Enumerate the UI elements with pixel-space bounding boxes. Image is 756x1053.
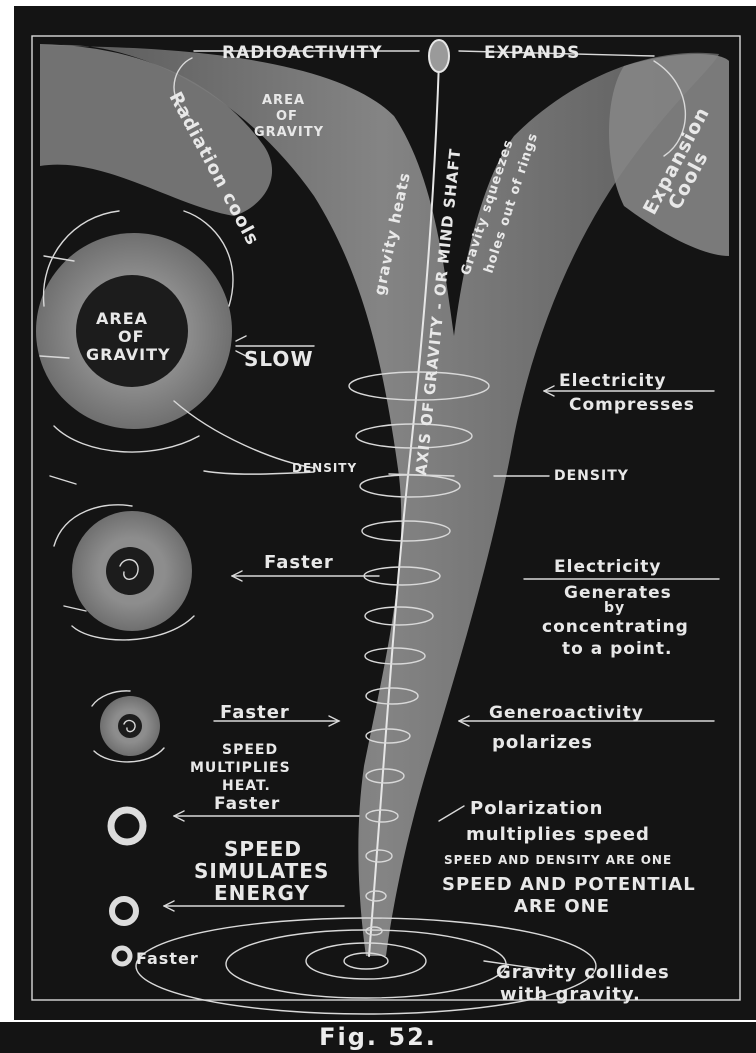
- sphere-area-label-2: OF: [118, 327, 145, 346]
- small-sphere-core: [118, 714, 142, 738]
- radioactivity-label: RADIOACTIVITY: [222, 43, 383, 63]
- ring-three: [114, 948, 130, 964]
- expands-label: EXPANDS: [484, 43, 580, 63]
- faster-label-4: Faster: [136, 949, 199, 968]
- slow-label: SLOW: [244, 347, 314, 371]
- generoactivity-label: Generoactivity: [489, 703, 644, 723]
- ring-two: [112, 899, 136, 923]
- by-label: by: [604, 600, 625, 616]
- ring-one: [111, 810, 143, 842]
- faster-label-1: Faster: [264, 552, 334, 573]
- electricity-label-2: Electricity: [554, 557, 662, 577]
- faster-label-2: Faster: [220, 702, 290, 723]
- right-density-label: DENSITY: [554, 468, 629, 484]
- sphere-area-label-1: AREA: [96, 309, 148, 328]
- polarizes-label: polarizes: [492, 732, 593, 753]
- multiplies-speed-label: multiplies speed: [466, 824, 650, 845]
- electricity-label-1: Electricity: [559, 371, 667, 391]
- speed-heat-label-2: MULTIPLIES: [190, 760, 291, 776]
- speed-heat-label-1: SPEED: [222, 742, 278, 758]
- polarization-label: Polarization: [470, 798, 604, 819]
- speed-density-label: SPEED AND DENSITY ARE ONE: [444, 853, 672, 867]
- speed-potential-label-1: SPEED AND POTENTIAL: [442, 874, 696, 895]
- top-area-label-3: GRAVITY: [254, 125, 324, 140]
- left-density-label: DENSITY: [292, 461, 357, 475]
- to-a-point-label: to a point.: [562, 639, 672, 659]
- faster-label-3: Faster: [214, 794, 280, 814]
- top-area-label-2: OF: [276, 109, 298, 124]
- chalkboard-plate: RADIOACTIVITY EXPANDS Radiation cools AR…: [14, 6, 756, 1020]
- sphere-area-label-3: GRAVITY: [86, 345, 171, 364]
- speed-energy-label-2: SIMULATES: [194, 859, 329, 883]
- gravity-collides-label-1: Gravity collides: [496, 962, 670, 983]
- speed-energy-label-3: ENERGY: [214, 881, 310, 905]
- speed-potential-label-2: ARE ONE: [514, 896, 610, 917]
- diagram-canvas: RADIOACTIVITY EXPANDS Radiation cools AR…: [14, 6, 756, 1020]
- compresses-label: Compresses: [569, 395, 695, 415]
- speed-energy-label-1: SPEED: [224, 837, 302, 861]
- figure-caption: Fig. 52.: [0, 1022, 756, 1053]
- medium-sphere-core: [106, 547, 154, 595]
- axis-top-ring: [429, 40, 449, 72]
- concentrating-label: concentrating: [542, 617, 689, 637]
- gravity-collides-label-2: with gravity.: [500, 984, 641, 1005]
- speed-heat-label-3: HEAT.: [222, 778, 271, 794]
- top-area-label-1: AREA: [262, 93, 305, 108]
